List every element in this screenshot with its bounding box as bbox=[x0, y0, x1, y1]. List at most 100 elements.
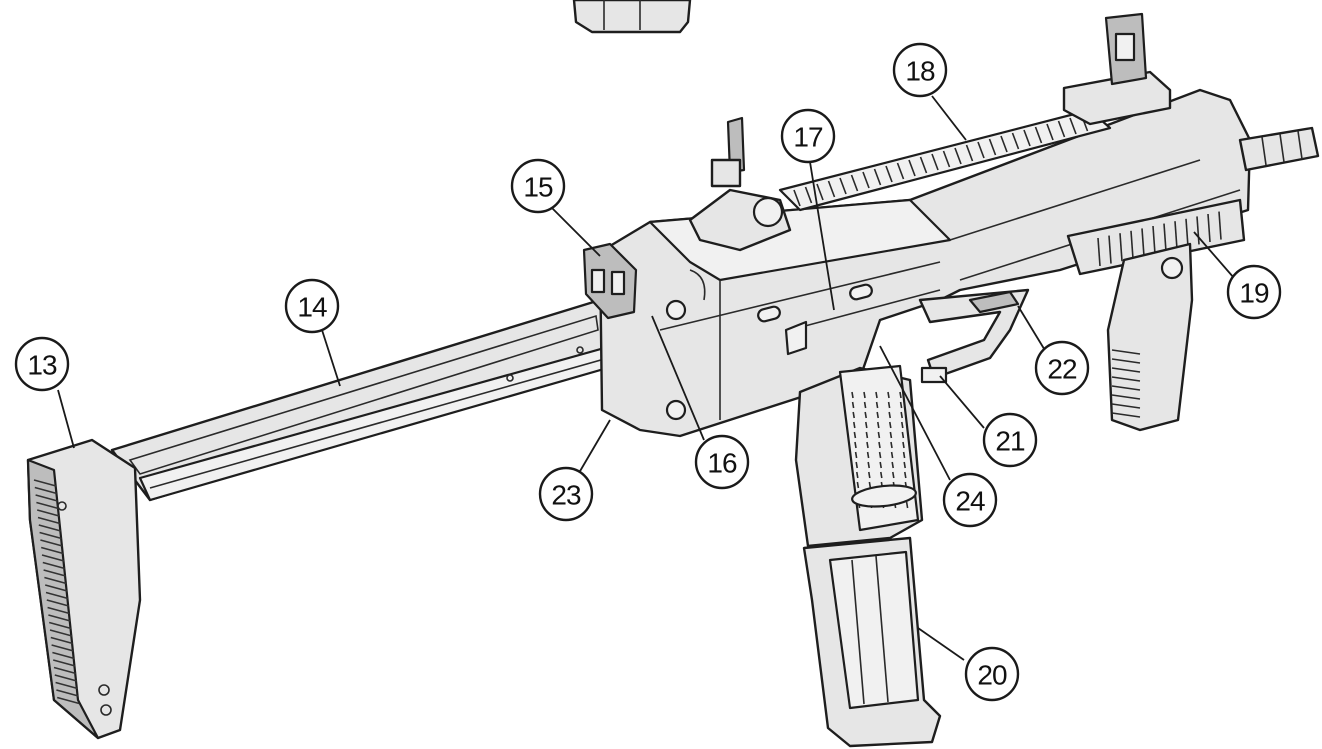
texture-line bbox=[863, 391, 866, 399]
texture-line bbox=[1108, 235, 1112, 264]
texture-line bbox=[875, 391, 878, 399]
texture-line bbox=[1130, 230, 1134, 259]
callout-13-label: 13 bbox=[27, 350, 57, 381]
texture-line bbox=[865, 421, 868, 429]
texture-line bbox=[864, 411, 867, 419]
pistol-grip-illustration bbox=[794, 364, 924, 548]
callout-23: 23 bbox=[538, 466, 594, 522]
texture-line bbox=[851, 391, 854, 399]
texture-line bbox=[1046, 123, 1054, 141]
texture-line bbox=[965, 144, 974, 162]
texture-line bbox=[873, 168, 882, 186]
texture-line bbox=[856, 471, 859, 479]
stock-rail-illustration bbox=[110, 298, 654, 502]
texture-line bbox=[1111, 403, 1141, 409]
texture-line bbox=[1119, 233, 1123, 262]
texture-line bbox=[1111, 349, 1141, 355]
texture-line bbox=[867, 461, 870, 469]
texture-line bbox=[889, 421, 892, 429]
leader-20 bbox=[917, 627, 965, 661]
callout-16: 16 bbox=[694, 434, 750, 490]
texture-line bbox=[49, 629, 73, 637]
texture-line bbox=[1141, 228, 1145, 257]
texture-line bbox=[793, 189, 801, 207]
texture-line bbox=[866, 441, 869, 449]
leader-15 bbox=[551, 207, 601, 257]
texture-line bbox=[868, 471, 871, 479]
callout-15: 15 bbox=[510, 158, 566, 214]
texture-line bbox=[804, 186, 813, 204]
texture-line bbox=[903, 461, 906, 469]
texture-line bbox=[890, 451, 894, 459]
texture-line bbox=[48, 614, 71, 622]
texture-line bbox=[889, 431, 893, 439]
texture-line bbox=[863, 401, 867, 409]
texture-line bbox=[1057, 120, 1066, 138]
texture-line bbox=[36, 501, 59, 510]
texture-line bbox=[1011, 132, 1020, 150]
callout-22-label: 22 bbox=[1047, 354, 1077, 385]
callout-14-label: 14 bbox=[297, 292, 327, 323]
texture-line bbox=[852, 411, 855, 419]
top-rail-illustration bbox=[778, 108, 1112, 212]
texture-line bbox=[1152, 225, 1156, 255]
leader-23 bbox=[575, 419, 611, 479]
texture-line bbox=[52, 651, 75, 660]
callout-19-label: 19 bbox=[1239, 278, 1269, 309]
texture-line bbox=[904, 471, 907, 479]
texture-line bbox=[1111, 394, 1141, 400]
texture-line bbox=[1196, 216, 1200, 245]
callout-15-label: 15 bbox=[523, 172, 553, 203]
texture-line bbox=[854, 451, 858, 459]
texture-line bbox=[39, 531, 62, 540]
foregrip-illustration bbox=[1106, 242, 1194, 432]
texture-line bbox=[41, 546, 64, 555]
leader-13 bbox=[57, 389, 75, 449]
texture-line bbox=[851, 401, 855, 409]
texture-line bbox=[868, 481, 872, 489]
leader-16 bbox=[651, 315, 705, 441]
texture-line bbox=[34, 486, 57, 495]
texture-line bbox=[1111, 358, 1141, 364]
callout-20: 20 bbox=[964, 646, 1020, 702]
texture-line bbox=[1163, 223, 1167, 252]
muzzle-illustration bbox=[1238, 126, 1320, 172]
texture-line bbox=[44, 576, 67, 585]
texture-line bbox=[900, 411, 903, 419]
texture-line bbox=[908, 159, 916, 177]
leader-18 bbox=[931, 95, 967, 141]
texture-line bbox=[816, 183, 824, 201]
texture-line bbox=[853, 421, 856, 429]
texture-line bbox=[53, 659, 76, 667]
texture-line bbox=[942, 150, 951, 168]
texture-line bbox=[51, 644, 74, 652]
front-sight-illustration bbox=[1062, 12, 1172, 126]
texture-line bbox=[35, 494, 58, 502]
texture-line bbox=[877, 431, 881, 439]
callout-17: 17 bbox=[780, 108, 836, 164]
lever-illustration bbox=[582, 242, 638, 320]
texture-line bbox=[43, 569, 66, 577]
texture-line bbox=[56, 689, 79, 697]
texture-line bbox=[827, 180, 836, 198]
texture-line bbox=[1111, 385, 1141, 391]
callout-16-label: 16 bbox=[707, 448, 737, 479]
texture-line bbox=[901, 421, 904, 429]
texture-line bbox=[879, 461, 882, 469]
texture-line bbox=[47, 606, 70, 615]
callout-13: 13 bbox=[14, 336, 70, 392]
texture-line bbox=[53, 666, 77, 675]
texture-line bbox=[888, 411, 891, 419]
leader-19 bbox=[1193, 231, 1235, 279]
callout-14: 14 bbox=[284, 278, 340, 334]
magazine-illustration bbox=[802, 536, 942, 748]
texture-line bbox=[850, 174, 859, 192]
texture-line bbox=[931, 153, 939, 171]
texture-line bbox=[854, 441, 857, 449]
leader-lines bbox=[57, 95, 1235, 661]
callout-18: 18 bbox=[892, 42, 948, 98]
callouts: 13 14 15 16 17 18 19 20 bbox=[14, 42, 1282, 702]
texture-line bbox=[877, 421, 880, 429]
texture-line bbox=[46, 599, 69, 607]
leader-24 bbox=[879, 345, 951, 481]
